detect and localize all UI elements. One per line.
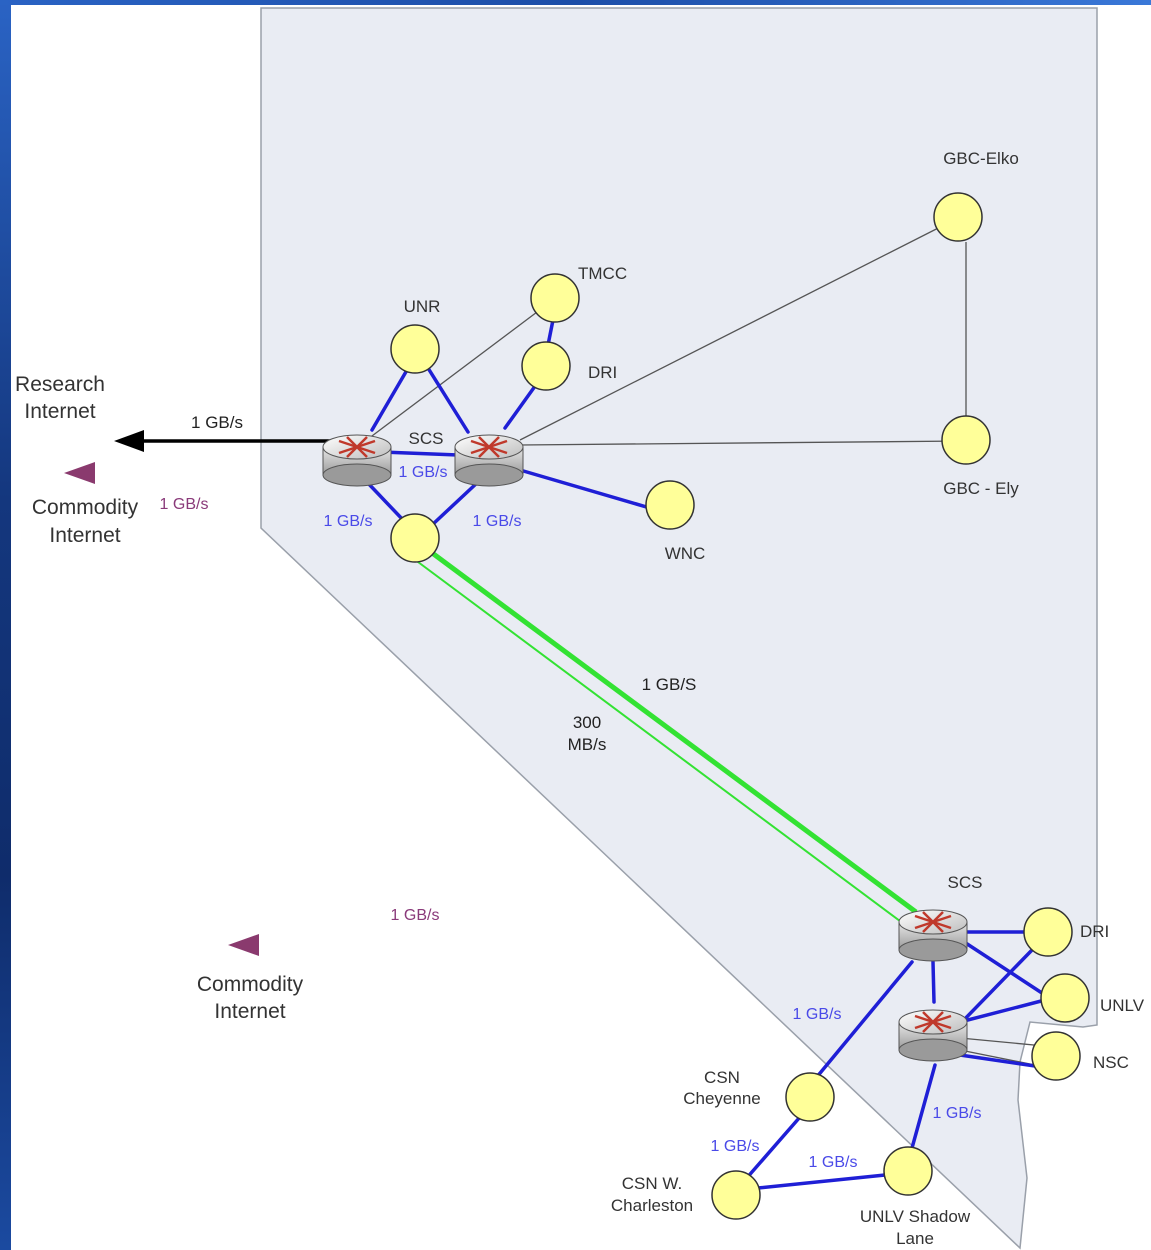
- link-label-charleston-to-shadow: 1 GB/s: [809, 1154, 858, 1171]
- state-outline: [260, 7, 1098, 1250]
- commodity-internet-south-arrow: [228, 934, 905, 956]
- site-label-tmcc: TMCC: [578, 264, 627, 283]
- link-south-router-shadow: [910, 1063, 937, 1150]
- router-south-label: SCS: [948, 873, 983, 892]
- link-label-right-router-hub: 1 GB/s: [473, 513, 522, 530]
- link-unr-right-router: [426, 366, 470, 434]
- link-cheyenne-charleston: [743, 1115, 802, 1182]
- site-label-unlv-shadow-1: UNLV Shadow: [860, 1207, 971, 1226]
- node-csn-charleston[interactable]: [711, 1170, 761, 1220]
- commodity-internet-north-arrow: [64, 462, 330, 484]
- node-dri-south[interactable]: [1023, 907, 1073, 957]
- commodity-internet-north-label-2: Internet: [49, 524, 120, 547]
- link-south-router-cheyenne: [814, 960, 914, 1080]
- node-dri-north[interactable]: [521, 341, 571, 391]
- site-label-csn-charleston-2: Charleston: [611, 1196, 693, 1215]
- site-label-gbc-ely: GBC - Ely: [943, 479, 1019, 498]
- commodity-internet-south-label-1: Commodity: [197, 973, 304, 996]
- router-south-top[interactable]: [898, 909, 968, 962]
- link-south-bottom-router-nsc: [958, 1053, 1037, 1068]
- link-router-to-tmcc: [359, 299, 554, 446]
- link-south-routers: [931, 960, 936, 1004]
- slide-frame-top: [0, 0, 1151, 5]
- site-label-unr: UNR: [404, 297, 441, 316]
- link-router-to-gbc-elko: [519, 217, 959, 441]
- site-label-gbc-elko: GBC-Elko: [943, 149, 1019, 168]
- commodity-internet-north-label-1: Commodity: [32, 496, 139, 519]
- link-south-bottom-router-unlv: [958, 998, 1047, 1024]
- site-label-csn-cheyenne-1: CSN: [704, 1068, 740, 1087]
- link-dri-tmcc: [546, 318, 555, 347]
- backbone-slow-link: [409, 555, 913, 931]
- site-label-dri-south: DRI: [1080, 922, 1109, 941]
- link-label-commodity-south: 1 GB/s: [391, 907, 440, 924]
- node-gbc-elko[interactable]: [933, 192, 983, 242]
- link-label-commodity-north: 1 GB/s: [160, 496, 209, 513]
- research-internet-label-2: Internet: [24, 400, 95, 423]
- link-south-bottom-router-dri: [956, 948, 1034, 1028]
- commodity-internet-south-label-2: Internet: [214, 1000, 285, 1023]
- link-label-router-to-shadow: 1 GB/s: [933, 1105, 982, 1122]
- site-label-nsc: NSC: [1093, 1053, 1129, 1072]
- site-label-unlv: UNLV: [1100, 996, 1145, 1015]
- link-label-research: 1 GB/s: [191, 413, 243, 432]
- research-internet-label-1: Research: [15, 373, 105, 396]
- slide-frame-left: [0, 0, 11, 1250]
- link-label-backbone-fast: 1 GB/S: [642, 675, 697, 694]
- link-charleston-shadow: [756, 1173, 887, 1190]
- site-nodes: [390, 192, 1090, 1220]
- node-unlv[interactable]: [1040, 973, 1090, 1023]
- node-nsc[interactable]: [1031, 1031, 1081, 1081]
- link-label-backbone-slow-1: 300: [573, 713, 601, 732]
- link-label-left-router-hub: 1 GB/s: [324, 513, 373, 530]
- link-left-router-hub: [363, 478, 407, 524]
- link-label-cheyenne-to-charleston: 1 GB/s: [711, 1138, 760, 1155]
- link-right-router-hub: [430, 480, 480, 527]
- node-gbc-ely[interactable]: [941, 415, 991, 465]
- site-label-wnc: WNC: [665, 544, 706, 563]
- site-label-csn-cheyenne-2: Cheyenne: [683, 1089, 761, 1108]
- site-label-unlv-shadow-2: Lane: [896, 1229, 934, 1248]
- node-csn-cheyenne[interactable]: [785, 1072, 835, 1122]
- link-label-backbone-slow-2: MB/s: [568, 735, 607, 754]
- link-router-to-gbc-ely: [519, 440, 966, 446]
- link-right-router-wnc: [518, 468, 652, 510]
- site-label-csn-charleston-1: CSN W.: [622, 1174, 682, 1193]
- node-tmcc[interactable]: [530, 273, 580, 323]
- router-north-right[interactable]: [454, 434, 524, 487]
- link-right-router-dri: [503, 380, 540, 430]
- research-internet-arrow: [114, 430, 330, 452]
- node-wnc[interactable]: [645, 480, 695, 530]
- link-left-router-unr: [370, 368, 409, 432]
- link-south-top-router-unlv: [953, 934, 1047, 997]
- node-hub-north[interactable]: [390, 513, 440, 563]
- router-south-bottom[interactable]: [898, 1009, 968, 1062]
- site-label-dri-north: DRI: [588, 363, 617, 382]
- link-label-router-pair: 1 GB/s: [399, 464, 448, 481]
- router-north-left[interactable]: [322, 434, 392, 487]
- node-unlv-shadow[interactable]: [883, 1146, 933, 1196]
- blue-links: [363, 318, 1047, 1190]
- router-north-label: SCS: [409, 429, 444, 448]
- node-unr[interactable]: [390, 324, 440, 374]
- link-label-south-to-cheyenne: 1 GB/s: [793, 1006, 842, 1023]
- backbone-fast-link: [410, 535, 918, 915]
- link-router-pair: [380, 450, 460, 457]
